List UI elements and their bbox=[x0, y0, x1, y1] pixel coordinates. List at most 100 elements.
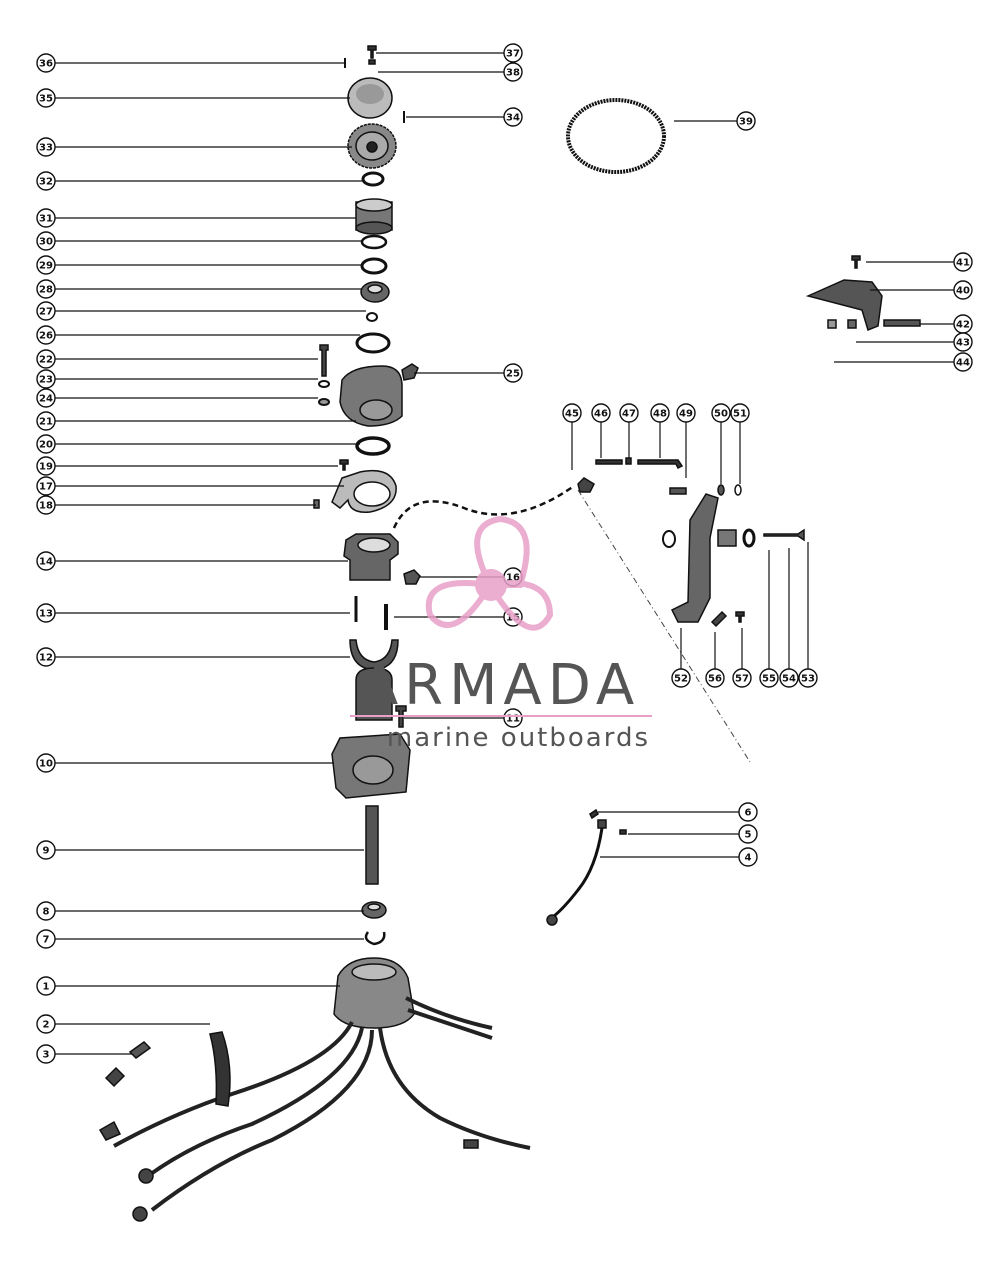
callout-number-33: 33 bbox=[39, 143, 53, 154]
callout-circle-36 bbox=[36, 53, 56, 73]
callout-35: 35 bbox=[36, 88, 350, 108]
callout-number-18: 18 bbox=[39, 501, 53, 512]
callout-10: 10 bbox=[36, 753, 334, 773]
callout-28: 28 bbox=[36, 279, 362, 299]
callout-number-19: 19 bbox=[39, 462, 53, 473]
part-32 bbox=[361, 171, 385, 187]
armada-watermark: ARMADA marine outboards bbox=[350, 515, 652, 753]
callout-57: 57 bbox=[732, 628, 752, 688]
part-55 bbox=[717, 529, 737, 547]
part-22 bbox=[319, 344, 329, 377]
callout-circle-10 bbox=[36, 753, 56, 773]
callout-circle-48 bbox=[650, 403, 670, 423]
watermark-tagline: marine outboards bbox=[387, 723, 650, 753]
part-27 bbox=[366, 312, 378, 322]
callout-number-13: 13 bbox=[39, 609, 53, 620]
part-26 bbox=[355, 332, 391, 354]
callout-number-53: 53 bbox=[801, 674, 815, 685]
callout-circle-45 bbox=[562, 403, 582, 423]
part-6 bbox=[589, 808, 599, 820]
callout-circle-5 bbox=[738, 824, 758, 844]
callout-26: 26 bbox=[36, 325, 360, 345]
callout-number-1: 1 bbox=[43, 982, 50, 993]
callout-circle-38 bbox=[503, 62, 523, 82]
callout-27: 27 bbox=[36, 301, 366, 321]
callout-circle-11 bbox=[503, 708, 523, 728]
callout-circle-32 bbox=[36, 171, 56, 191]
callout-3: 3 bbox=[36, 1044, 132, 1064]
callout-circle-8 bbox=[36, 901, 56, 921]
callout-19: 19 bbox=[36, 456, 338, 476]
callout-circle-51 bbox=[730, 403, 750, 423]
callout-52: 52 bbox=[671, 628, 691, 688]
callout-number-10: 10 bbox=[39, 759, 53, 770]
callout-number-34: 34 bbox=[506, 113, 520, 124]
part-49 bbox=[669, 487, 687, 495]
callout-number-29: 29 bbox=[39, 261, 53, 272]
callout-circle-19 bbox=[36, 456, 56, 476]
callout-47: 47 bbox=[619, 403, 639, 458]
callout-number-23: 23 bbox=[39, 375, 53, 386]
callout-number-4: 4 bbox=[745, 853, 752, 864]
callout-46: 46 bbox=[591, 403, 611, 458]
callout-number-24: 24 bbox=[39, 394, 53, 405]
part-2 bbox=[209, 1031, 231, 1107]
callout-number-7: 7 bbox=[43, 935, 50, 946]
callout-number-37: 37 bbox=[506, 49, 520, 60]
callout-circle-52 bbox=[671, 668, 691, 688]
part-5 bbox=[619, 829, 627, 835]
callout-number-48: 48 bbox=[653, 409, 667, 420]
callout-number-42: 42 bbox=[956, 320, 970, 331]
callout-circle-29 bbox=[36, 255, 56, 275]
callout-29: 29 bbox=[36, 255, 362, 275]
callout-number-32: 32 bbox=[39, 177, 53, 188]
part-illustrations bbox=[98, 45, 921, 1222]
callout-circle-55 bbox=[759, 668, 779, 688]
part-7 bbox=[364, 931, 386, 946]
callout-5: 5 bbox=[628, 824, 758, 844]
callout-48: 48 bbox=[650, 403, 670, 458]
part-37 bbox=[367, 45, 377, 59]
callout-number-52: 52 bbox=[674, 674, 688, 685]
part-9 bbox=[365, 805, 379, 885]
callout-number-38: 38 bbox=[506, 68, 520, 79]
callout-circle-39 bbox=[736, 111, 756, 131]
callout-circle-6 bbox=[738, 802, 758, 822]
callout-30: 30 bbox=[36, 231, 362, 251]
callout-50: 50 bbox=[711, 403, 731, 484]
callout-circle-22 bbox=[36, 349, 56, 369]
callout-circle-56 bbox=[705, 668, 725, 688]
part-47 bbox=[625, 457, 632, 465]
callout-8: 8 bbox=[36, 901, 364, 921]
callout-number-9: 9 bbox=[43, 846, 50, 857]
part-39 bbox=[566, 98, 666, 174]
callout-51: 51 bbox=[730, 403, 750, 484]
part-1 bbox=[98, 957, 531, 1222]
callout-circle-41 bbox=[953, 252, 973, 272]
callout-number-46: 46 bbox=[594, 409, 608, 420]
callout-38: 38 bbox=[378, 62, 523, 82]
part-41 bbox=[851, 255, 861, 269]
linkage-path bbox=[392, 484, 575, 529]
callout-number-25: 25 bbox=[506, 369, 520, 380]
callout-circle-7 bbox=[36, 929, 56, 949]
part-12 bbox=[349, 639, 399, 671]
part-43 bbox=[847, 319, 857, 329]
callout-25: 25 bbox=[414, 363, 523, 383]
callout-24: 24 bbox=[36, 388, 318, 408]
callout-circle-20 bbox=[36, 434, 56, 454]
callout-circle-47 bbox=[619, 403, 639, 423]
callout-2: 2 bbox=[36, 1014, 210, 1034]
part-53 bbox=[763, 528, 805, 542]
callout-45: 45 bbox=[562, 403, 582, 470]
callout-circle-18 bbox=[36, 495, 56, 515]
callout-34: 34 bbox=[406, 107, 523, 127]
callout-circle-1 bbox=[36, 976, 56, 996]
callout-number-55: 55 bbox=[762, 674, 776, 685]
callout-circle-33 bbox=[36, 137, 56, 157]
part-24 bbox=[318, 398, 330, 406]
callout-circle-23 bbox=[36, 369, 56, 389]
part-56 bbox=[710, 610, 728, 628]
callout-number-21: 21 bbox=[39, 417, 53, 428]
